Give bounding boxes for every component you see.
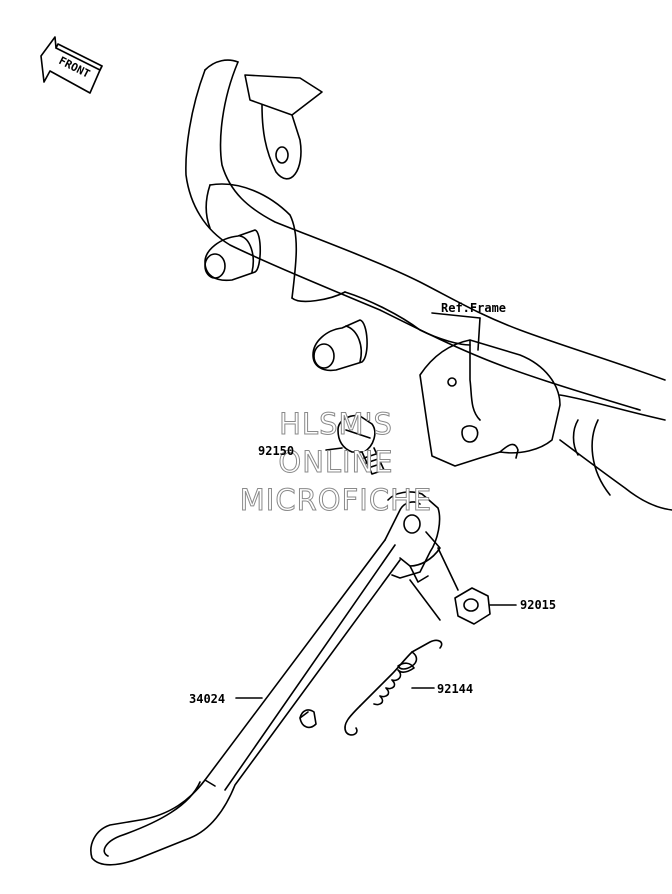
spring-92144 [344,639,443,736]
bolt-92150 [325,414,385,475]
frame-outline [185,59,672,511]
leader-ref-frame [431,312,481,319]
part-number-label: 92150 [258,444,295,458]
ref-frame-label: Ref.Frame [441,301,507,315]
nut-92015 [409,547,517,625]
watermark-line: ONLINE [278,445,394,479]
part-number-label: 92144 [437,682,474,696]
part-number-label: 92015 [520,598,557,612]
front-arrow-icon: FRONT [40,36,103,94]
side-stand-34024 [90,491,441,866]
watermark-line: HLSM'S [279,407,393,441]
watermark-line: MICROFICHE [239,483,433,517]
part-number-label: 34024 [189,692,226,706]
